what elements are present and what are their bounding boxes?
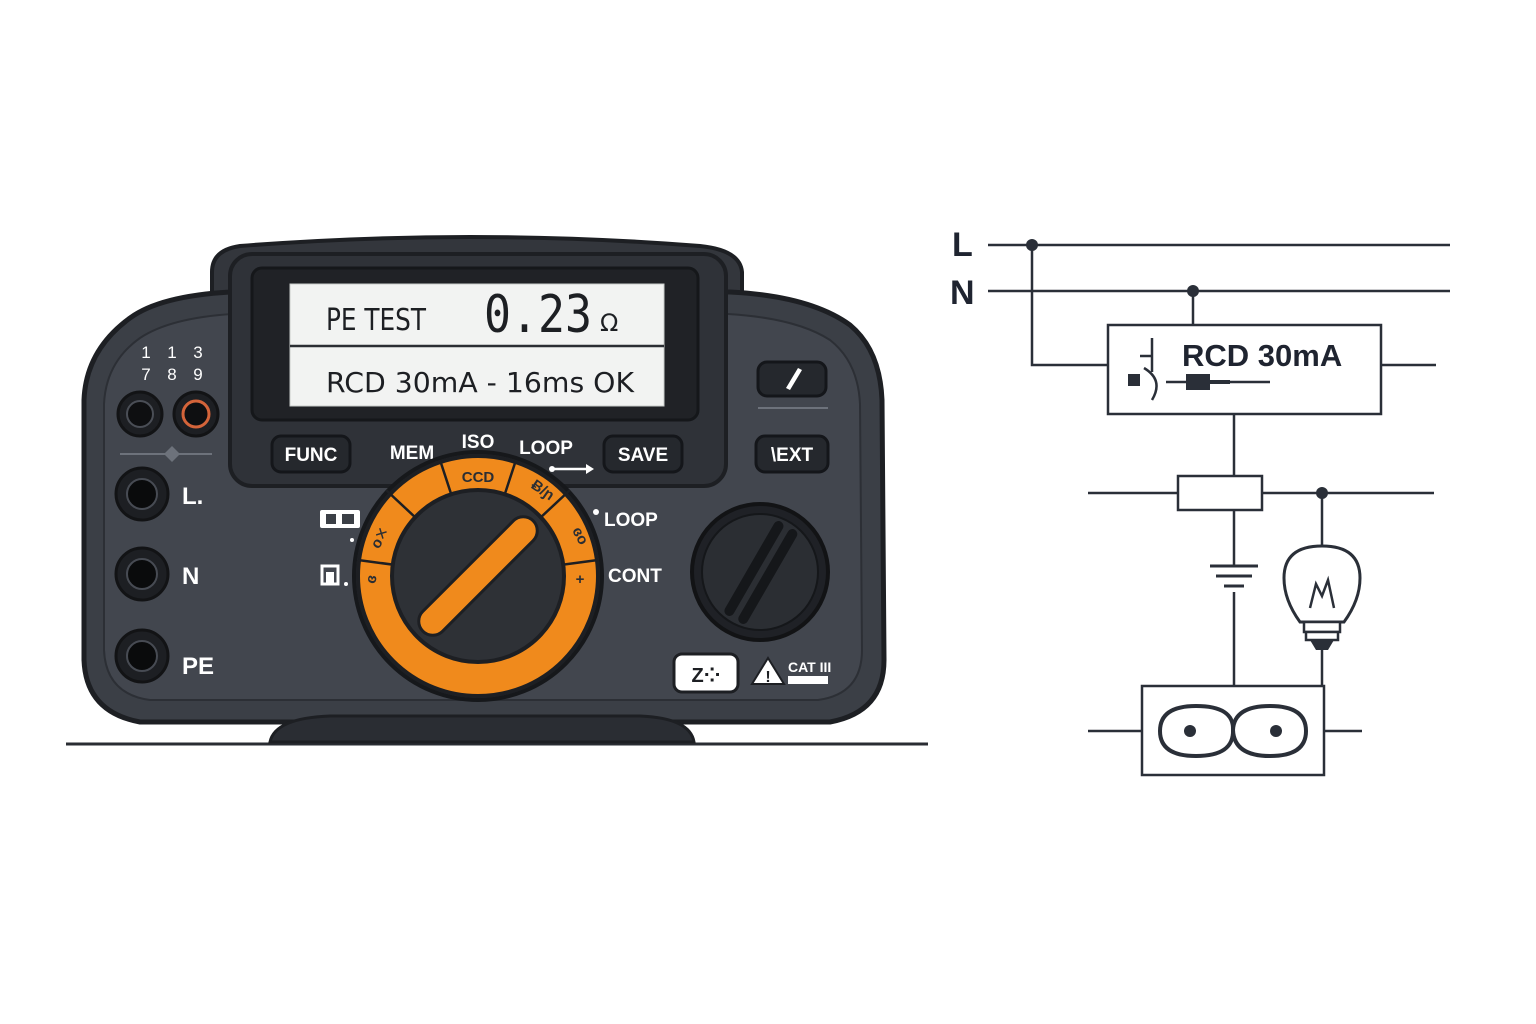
rcd-switch-symbol <box>1128 338 1270 401</box>
func-button-label: FUNC <box>285 445 338 466</box>
ring-label-ccd: CCD <box>462 469 495 486</box>
lcd-rcd-result: RCD 30mA - 16ms OK <box>326 366 635 399</box>
warning-icon: ! <box>750 656 786 686</box>
live-feed <box>1030 245 1108 367</box>
line-l-label: L <box>952 226 973 264</box>
pen-icon <box>786 368 802 390</box>
save-button[interactable]: SAVE <box>602 434 684 474</box>
terminal-l[interactable] <box>114 466 170 522</box>
terminal-l-label: L. <box>182 483 203 510</box>
zero-icon: Z⁘ <box>692 665 721 687</box>
adjust-knob[interactable] <box>690 502 830 642</box>
ring-label-4: + <box>576 571 585 588</box>
loop-top-label: LOOP <box>519 438 573 459</box>
lcd-reading-unit: Ω <box>600 309 618 337</box>
mem-label: MEM <box>390 443 434 464</box>
cat-rating-bar <box>788 676 828 684</box>
pen-button[interactable] <box>756 360 828 398</box>
installation-tester: PE TEST 0.23 Ω RCD 30mA - 16ms OK FUNC S… <box>66 235 928 746</box>
cont-label: CONT <box>608 566 662 587</box>
terminal-n-label: N <box>182 563 199 590</box>
aux-socket-right[interactable] <box>172 390 220 438</box>
top-numbers: 1 1 3 7 8 9 <box>141 343 202 384</box>
func-button[interactable]: FUNC <box>270 434 352 474</box>
socket-divider <box>120 446 212 462</box>
ring-label-5: ɞ <box>362 574 380 585</box>
svg-text:8: 8 <box>167 365 176 384</box>
arrow-icon <box>549 464 594 474</box>
selector-pointer <box>417 515 539 637</box>
earth-icon <box>1210 564 1258 588</box>
iso-label: ISO <box>462 432 495 453</box>
next-button-label: \EXT <box>771 445 814 466</box>
terminal-pe[interactable] <box>114 628 170 684</box>
line-n-label: N <box>950 274 975 312</box>
svg-text:!: ! <box>765 669 770 686</box>
zero-button[interactable]: Z⁘ <box>672 652 740 694</box>
lead-icon <box>320 510 360 542</box>
load-resistor <box>1176 474 1264 512</box>
terminal-pe-label: PE <box>182 653 214 680</box>
aux-socket-left[interactable] <box>116 390 164 438</box>
cat-rating: CAT III <box>788 659 831 675</box>
next-button[interactable]: \EXT <box>754 434 830 474</box>
save-button-label: SAVE <box>618 445 668 466</box>
lcd-reading-value: 0.23 <box>484 285 592 345</box>
svg-text:3: 3 <box>193 343 202 362</box>
probe-icon <box>320 564 348 586</box>
svg-text:1: 1 <box>167 343 176 362</box>
loop-right-label: LOOP <box>604 510 658 531</box>
svg-text:1: 1 <box>141 343 150 362</box>
terminal-n[interactable] <box>114 546 170 602</box>
light-bulb-icon <box>1282 544 1362 650</box>
ring-label-3: ɞo <box>568 524 591 548</box>
loop-dot <box>593 509 599 515</box>
tester-foot <box>268 714 696 744</box>
svg-text:7: 7 <box>141 365 150 384</box>
wiring-diagram: L N RCD 30mA <box>950 226 1450 777</box>
lcd-test-label: PE TEST <box>326 303 427 338</box>
rcd-label: RCD 30mA <box>1182 338 1342 373</box>
rotary-selector[interactable]: CCD Ƀ/ɲ ɞo + ɞ o✕ <box>352 450 604 702</box>
socket-outlet-icon <box>1140 684 1326 777</box>
svg-text:9: 9 <box>193 365 202 384</box>
